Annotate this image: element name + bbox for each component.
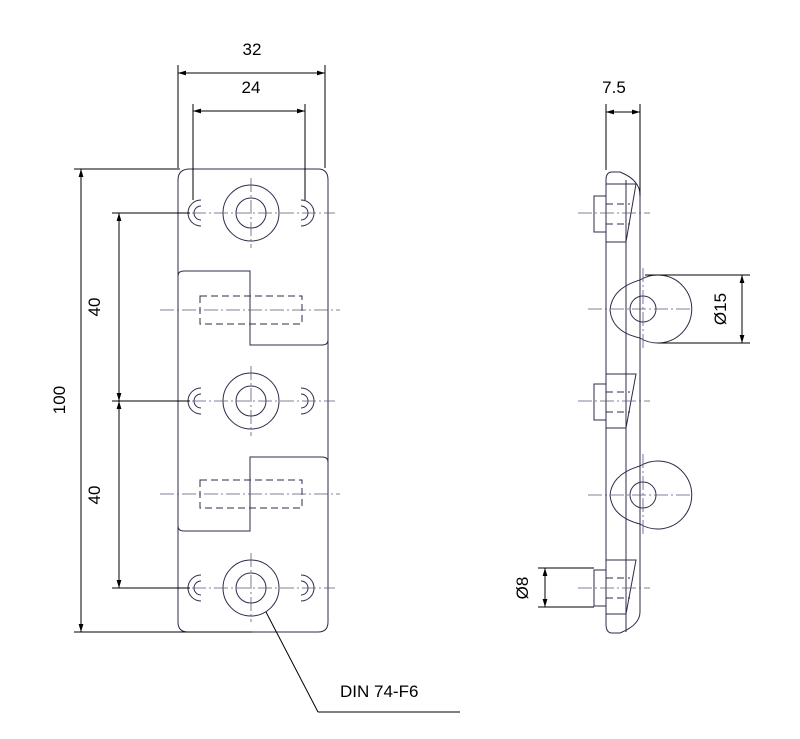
dimension-width-holes: 24 [192, 78, 306, 200]
dim-thickness-label: 7.5 [602, 78, 626, 97]
plate-outline [177, 168, 329, 633]
dim-height-overall-label: 100 [50, 386, 69, 414]
dim-width-overall-label: 32 [243, 40, 262, 59]
front-view: 32 24 100 40 40 [50, 40, 460, 713]
dim-width-holes-label: 24 [242, 78, 261, 97]
side-centerlines [578, 212, 690, 589]
side-view: 7.5 Ø15 Ø8 [513, 78, 750, 634]
dimension-pitch-top: 40 [85, 212, 190, 402]
dim-knuckle-diameter-label: Ø15 [711, 293, 730, 325]
dimension-thickness: 7.5 [602, 78, 641, 196]
front-centerlines [160, 178, 340, 622]
dim-pin-diameter-label: Ø8 [513, 577, 532, 600]
dimension-pitch-bottom: 40 [85, 401, 190, 589]
dim-pitch-top-label: 40 [85, 298, 104, 317]
dim-pitch-bottom-label: 40 [85, 486, 104, 505]
dimension-knuckle-diameter: Ø15 [645, 274, 750, 344]
callout-din: DIN 74-F6 [265, 611, 460, 713]
dimension-height-overall: 100 [50, 168, 252, 633]
callout-label: DIN 74-F6 [340, 682, 418, 701]
side-screw-bottom [593, 559, 637, 615]
dimension-width-overall: 32 [177, 40, 326, 168]
dimension-pin-diameter: Ø8 [513, 567, 594, 608]
